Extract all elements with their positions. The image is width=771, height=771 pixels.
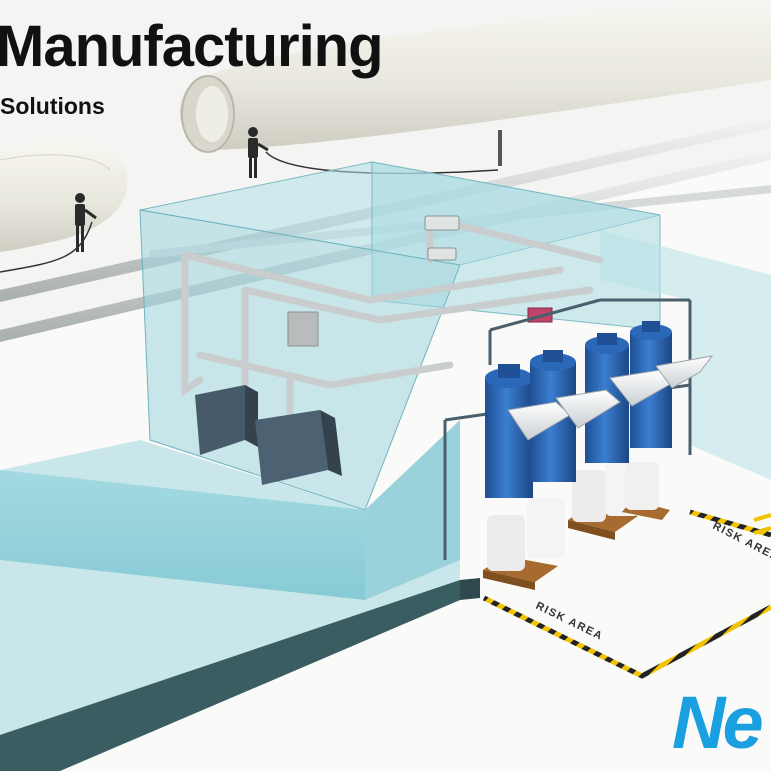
turbine-blade-upper: [179, 0, 771, 153]
filter-units: [195, 385, 342, 485]
worker-figure-left: [0, 193, 97, 273]
pipe-valves: [287, 215, 553, 347]
turbine-blade-left: [0, 140, 128, 252]
page-subtitle: Solutions: [0, 93, 105, 119]
page-title: Manufacturing: [0, 14, 384, 79]
glass-enclosure: [0, 161, 771, 771]
risk-area-zone: [482, 509, 771, 679]
brand-logo: Ne: [672, 681, 764, 764]
hoppers: [507, 355, 714, 441]
pallets: [483, 462, 670, 590]
internal-pipes: [181, 218, 604, 474]
